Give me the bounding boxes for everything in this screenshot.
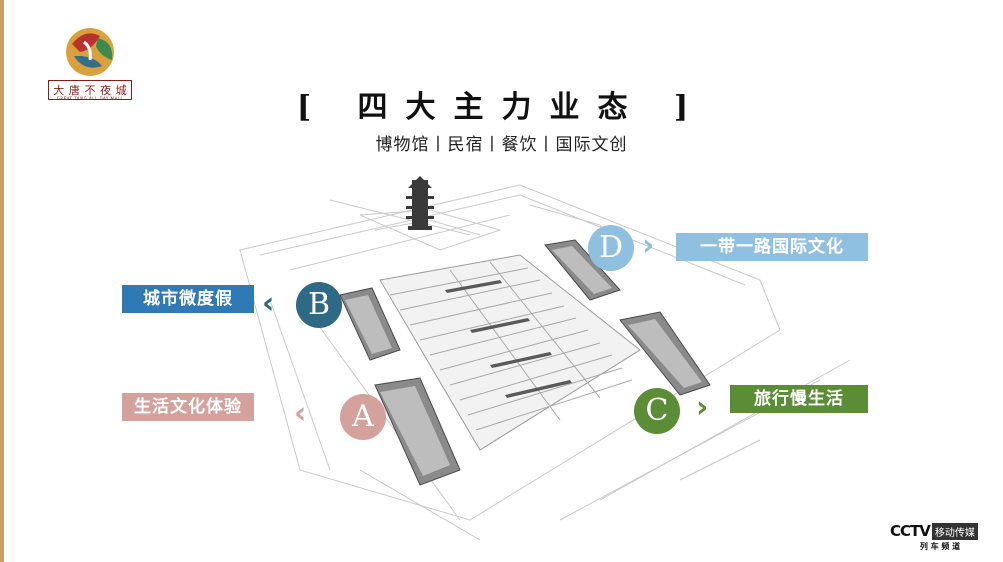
page-title: [ 四大主力业态 ] (296, 90, 707, 125)
callout-a-label: 生活文化体验 (122, 393, 254, 421)
callout-d-label: 一带一路国际文化 (676, 233, 868, 261)
callout-c-letter: C (645, 393, 669, 428)
logo-char: 夜 (100, 84, 112, 97)
callout-b-label: 城市微度假 (122, 285, 254, 313)
callout-c-label: 旅行慢生活 (730, 385, 868, 413)
callout-b-letter: B (307, 287, 331, 322)
logo-icon (66, 28, 114, 76)
cctv-watermark: CCTV 移动传媒 列 车 频 道 (890, 522, 990, 558)
callout-d-circle: D (588, 225, 634, 271)
logo-char: 大 (53, 84, 65, 97)
callout-a-letter: A (352, 399, 374, 434)
logo-char: 唐 (68, 84, 80, 97)
chevron-right-icon: › (642, 228, 655, 263)
chevron-right-icon: › (696, 390, 709, 425)
callout-c-circle: C (634, 388, 680, 434)
callout-a-circle: A (340, 394, 386, 440)
watermark-sub: 列 车 频 道 (919, 542, 961, 551)
callout-d-letter: D (598, 230, 624, 265)
callout-b-circle: B (296, 282, 342, 328)
chevron-left-icon: ‹ (262, 286, 275, 321)
logo-wordmark: 大 唐 不 夜 城 (48, 80, 132, 100)
logo-char: 不 (84, 84, 96, 97)
chevron-left-icon: ‹ (294, 396, 307, 431)
logo-subtitle: GREAT TANG ALL DAY MALL (56, 96, 124, 101)
logo-char: 城 (115, 84, 127, 97)
watermark-tag: 移动传媒 (931, 522, 978, 540)
cctv-logo: CCTV (890, 522, 931, 540)
left-border (0, 0, 4, 562)
page-subtitle: 博物馆丨民宿丨餐饮丨国际文创 (375, 135, 628, 155)
